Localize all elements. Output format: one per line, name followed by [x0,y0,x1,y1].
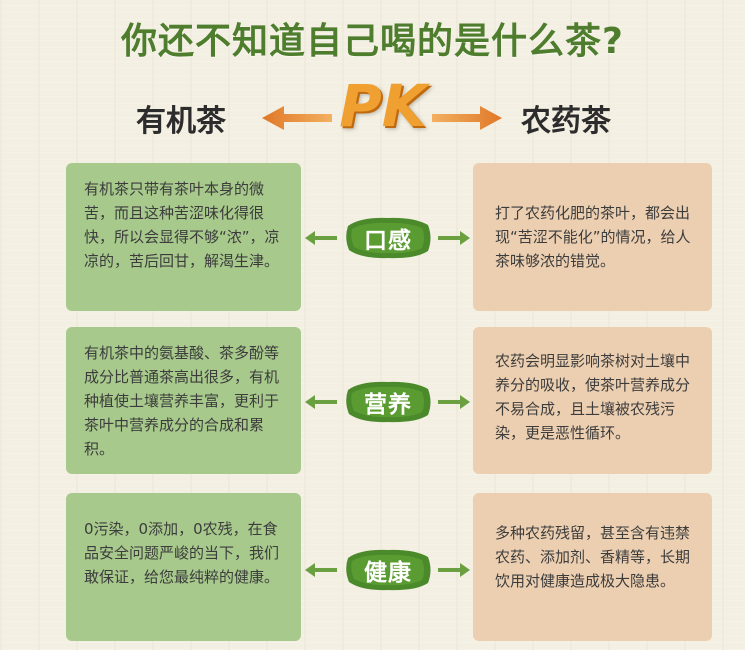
arrow-left-icon [305,563,337,577]
organic-taste-text: 有机茶只带有茶叶本身的微苦，而且这种苦涩味化得很快，所以会显得不够“浓”，凉凉的… [66,163,301,311]
organic-health-text: 0污染，0添加，0农残，在食品安全问题严峻的当下，我们敢保证，给您最纯粹的健康。 [66,493,301,641]
organic-tea-label: 有机茶 [136,104,226,139]
nutrition-badge-label: 营养 [364,392,412,418]
pesticide-nutrition-text: 农药会明显影响茶树对土壤中养分的吸收，使茶叶营养成分不易合成，且土壤被农残污染，… [473,327,712,474]
arrow-left-icon [305,231,337,245]
arrow-right-icon [438,231,470,245]
pk-logo: PK [339,72,427,140]
arrow-right-icon [438,563,470,577]
arrow-left-icon [305,395,337,409]
pk-double-arrow-icon [262,106,502,130]
health-badge: 健康 [342,546,434,594]
pesticide-taste-text: 打了农药化肥的茶叶，都会出现“苦涩不能化”的情况，给人茶味够浓的错觉。 [473,163,712,311]
pesticide-tea-label: 农药茶 [521,104,611,139]
page-title: 你还不知道自己喝的是什么茶? [121,21,624,62]
taste-badge-label: 口感 [364,228,412,254]
arrow-right-icon [438,395,470,409]
nutrition-badge: 营养 [342,378,434,426]
taste-badge: 口感 [342,214,434,262]
health-badge-label: 健康 [364,560,412,586]
organic-nutrition-text: 有机茶中的氨基酸、茶多酚等成分比普通茶高出很多，有机种植使土壤营养丰富，更利于茶… [66,327,301,474]
pesticide-health-text: 多种农药残留，甚至含有违禁农药、添加剂、香精等，长期饮用对健康造成极大隐患。 [473,493,712,641]
